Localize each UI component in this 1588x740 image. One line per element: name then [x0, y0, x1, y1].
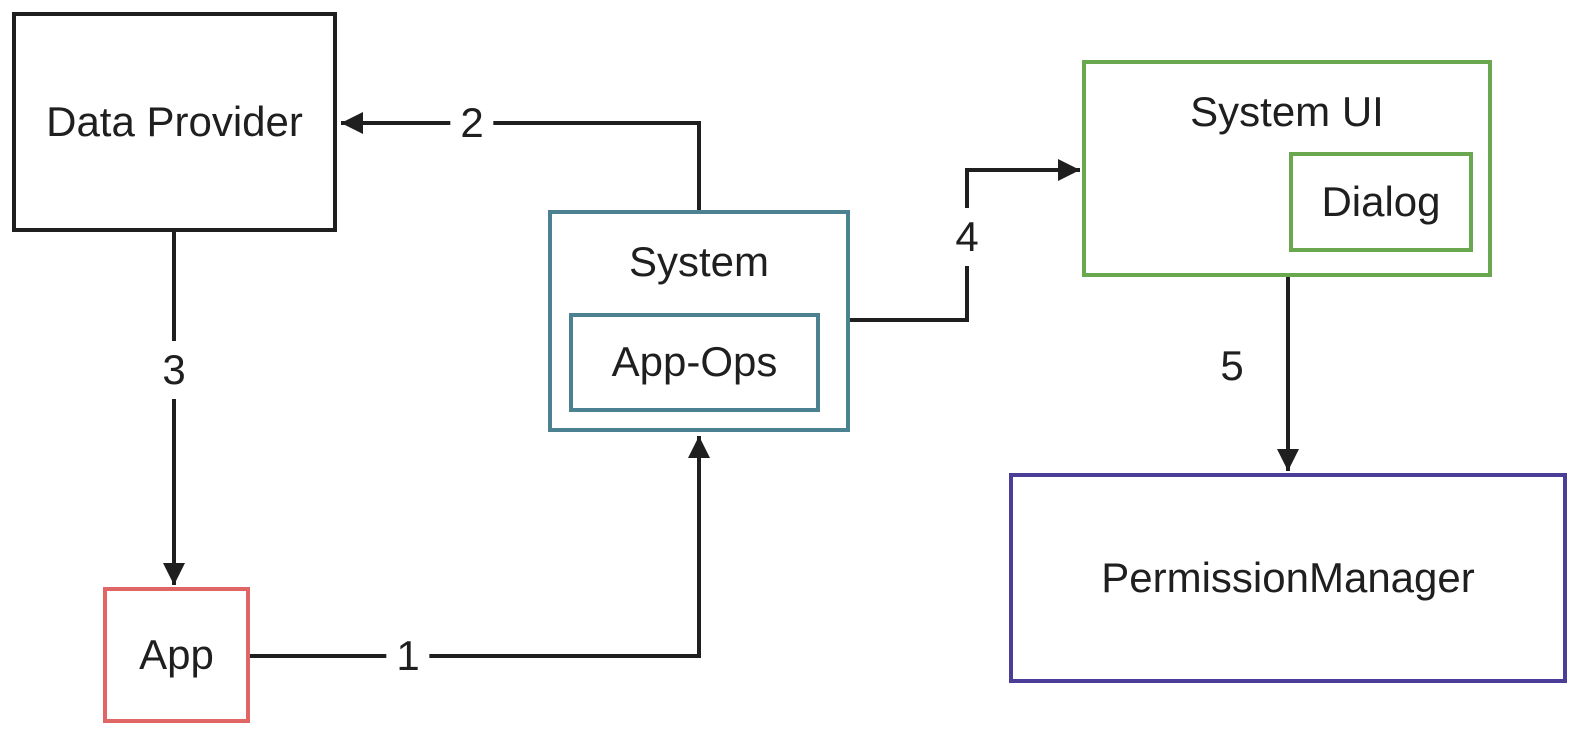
node-dialog: Dialog — [1289, 152, 1473, 252]
edge-2-system-to-data-provider — [341, 112, 701, 210]
node-permission-manager-label: PermissionManager — [1101, 553, 1475, 601]
node-data-provider: Data Provider — [12, 12, 337, 232]
edge-label-2: 2 — [450, 102, 494, 144]
node-app: App — [103, 587, 250, 723]
node-dialog-label: Dialog — [1321, 177, 1441, 225]
node-permission-manager: PermissionManager — [1009, 473, 1567, 683]
edge-label-1: 1 — [386, 635, 430, 677]
node-system-ui-label: System UI — [1190, 88, 1384, 135]
edge-label-3: 3 — [160, 341, 188, 399]
edge-label-5: 5 — [1220, 342, 1244, 389]
node-system-label: System — [628, 238, 770, 285]
node-app-ops: App-Ops — [569, 313, 820, 412]
node-system-ui: System UI — [1082, 60, 1492, 277]
edge-1-app-to-system — [250, 436, 710, 658]
node-system: System — [548, 210, 850, 432]
node-data-provider-label: Data Provider — [46, 97, 303, 145]
edge-label-4: 4 — [953, 208, 981, 266]
node-app-ops-label: App-Ops — [611, 338, 778, 386]
node-app-label: App — [139, 630, 214, 678]
